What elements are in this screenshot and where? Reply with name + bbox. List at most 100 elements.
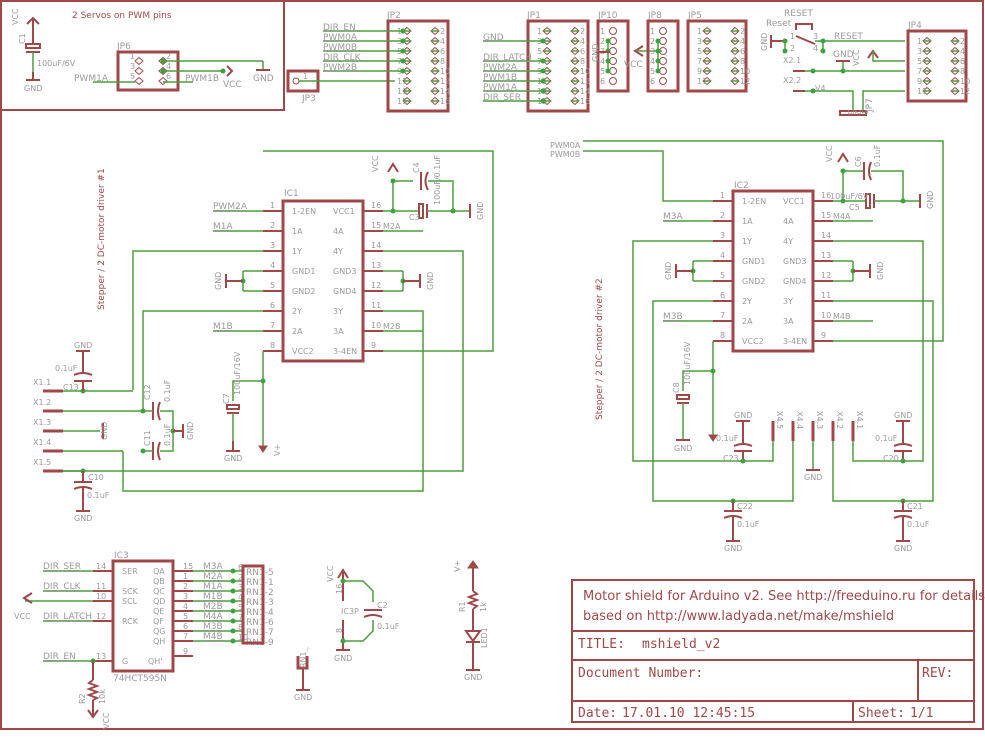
c12-name: C12 xyxy=(143,384,152,400)
pin-number: 6 xyxy=(580,47,585,56)
ic2-gnd-top: GND xyxy=(926,191,935,209)
reset-name: RESET xyxy=(784,9,813,19)
jp7-name: JP7 xyxy=(865,98,875,113)
reset-switch-label: Reset xyxy=(766,19,792,29)
pin-number: 11 xyxy=(917,87,927,96)
header-pin-hole xyxy=(659,57,667,65)
pin-number: 5 xyxy=(917,57,922,66)
c21-value: 0.1uF xyxy=(907,520,930,529)
c1-capacitor: VCC C1 100uF/6V GND xyxy=(11,8,76,93)
rn1-gnd: GND xyxy=(294,693,312,702)
rn-label: RN1-2 xyxy=(246,588,274,598)
title-value: mshield_v2 xyxy=(642,637,720,652)
pin-number: 6 xyxy=(183,622,188,631)
net-label: M2B xyxy=(383,322,400,331)
pin-number: 1 xyxy=(130,52,135,61)
pin-number: 2 xyxy=(720,211,725,220)
ic2-vcc: VCC xyxy=(825,145,834,162)
c5-name: C5 xyxy=(849,203,860,212)
jp10-vcc: VCC xyxy=(624,60,643,70)
pin-name: 2Y xyxy=(292,307,302,316)
c2-name: C2 xyxy=(377,601,388,610)
pin-number: 14 xyxy=(821,231,831,240)
jp6-gnd: GND xyxy=(253,74,274,84)
ic2-input-pwm0a: PWM0A xyxy=(550,141,581,150)
terminal-label: X1.5 xyxy=(33,458,51,467)
r2-name: R2 xyxy=(78,693,87,704)
net-label: PWM2A xyxy=(213,202,248,212)
pin-number: 3 xyxy=(183,592,188,601)
terminal-label: X4.5 xyxy=(775,411,784,429)
reset-switch: RESET Reset GND 1 2 3 4 RESET xyxy=(760,9,905,54)
jp4-gnd-label: GND xyxy=(833,50,854,60)
net-label: PWM2A xyxy=(483,63,518,73)
pin-number: 3 xyxy=(130,62,135,71)
ic2-driver: IC2 11-2EN21AM3A31Y4GND15GND262Y72AM3B8V… xyxy=(595,181,873,420)
net-label: DIR_LATCH xyxy=(43,612,92,622)
c3-name: C3 xyxy=(409,213,420,222)
net-label: DIR_EN xyxy=(323,23,356,33)
ic2-input-pwm0b: PWM0B xyxy=(550,150,580,159)
c20-name: C20 xyxy=(883,454,899,463)
pin-number: 6 xyxy=(740,47,745,56)
net-label: DIR_SER xyxy=(483,93,521,103)
servo-subframe xyxy=(1,1,285,111)
pin-name: GND1 xyxy=(292,267,315,276)
pin-number: 5 xyxy=(270,281,275,290)
rn-pin-number: 6 xyxy=(238,563,243,572)
terminal-label: X4.1 xyxy=(855,411,864,429)
rn-pin-number: 4 xyxy=(238,593,243,602)
pin-number: 15 xyxy=(397,97,407,106)
ic3-name: IC3 xyxy=(114,551,129,561)
pin-name: QE xyxy=(153,607,164,616)
pin-number: 12 xyxy=(440,77,450,86)
c6-name: C6 xyxy=(854,156,863,167)
c22-value: 0.1uF xyxy=(737,520,760,529)
pin-number: 9 xyxy=(183,647,188,656)
pin-number: 9 xyxy=(917,77,922,86)
pin-number: 1 xyxy=(183,572,188,581)
reset-pin-2: 2 xyxy=(790,44,795,53)
pin-number: 12 xyxy=(740,77,750,86)
header-pin-hole xyxy=(659,27,667,35)
jp3-name: JP3 xyxy=(301,94,316,104)
c20-value: 0.1uF xyxy=(875,434,898,443)
sheet-label: Sheet: xyxy=(858,706,905,721)
net-label: DIR_SER xyxy=(43,562,81,572)
ic1-driver-label: Stepper / 2 DC-motor driver #1 xyxy=(97,168,107,310)
c6-value: 0.1uF xyxy=(873,144,882,167)
rev-label: REV: xyxy=(922,666,953,681)
pin-number: 10 xyxy=(440,67,450,76)
c7-value: 100uF/16V xyxy=(233,351,242,395)
pin-name: RCK xyxy=(122,617,139,626)
pin-name: QD xyxy=(153,597,165,606)
pin-number: 2 xyxy=(650,37,655,46)
pin-number: 4 xyxy=(600,57,605,66)
terminal-label: X4.2 xyxy=(835,411,844,429)
pin-number: 16 xyxy=(440,97,450,106)
jp6-vcc: VCC xyxy=(223,80,242,90)
pin-name: 2Y xyxy=(742,297,752,306)
pin-name: G xyxy=(122,657,128,666)
ic2-wires: PWM0A PWM0B GND GND VCC C6 0.1uF 100uF/6… xyxy=(550,140,944,502)
pin-number: 16 xyxy=(821,191,831,200)
pin-name: 2A xyxy=(742,317,753,326)
net-label: GND xyxy=(483,33,504,43)
net-label: M3A xyxy=(203,562,223,572)
x2-1-label: X2.1 xyxy=(783,56,801,65)
reset-gnd: GND xyxy=(760,33,769,51)
pin-number: 1 xyxy=(650,27,655,36)
net-label: M3A xyxy=(663,212,683,222)
header-pin-hole xyxy=(659,67,667,75)
pin-number: 2 xyxy=(440,27,445,36)
pin-name: VCC1 xyxy=(783,197,805,206)
c7-name: C7 xyxy=(222,393,231,404)
net-label: PWM1B xyxy=(483,73,517,83)
ic1-gnd-left: GND xyxy=(214,272,223,290)
pin-number: 5 xyxy=(130,72,135,81)
